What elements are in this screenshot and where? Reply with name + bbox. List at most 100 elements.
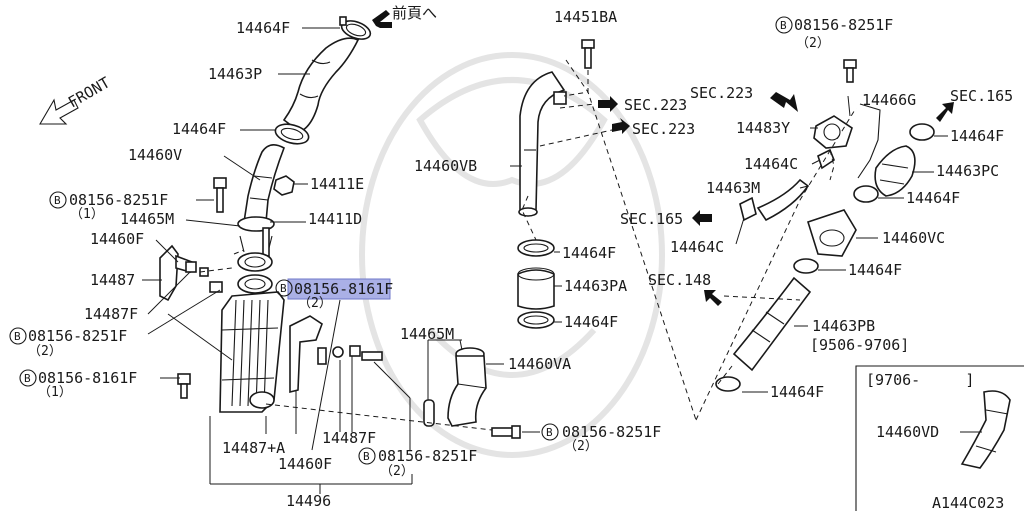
label-14464c-b[interactable]: 14464C — [670, 238, 724, 256]
arrow-right-icon-sec223-b — [612, 118, 630, 134]
label-qty-l: （1） — [70, 207, 104, 222]
intercooler-14496[interactable] — [219, 291, 285, 413]
gasket-14460f[interactable] — [237, 252, 273, 294]
label-14464f-right-b[interactable]: 14464F — [906, 189, 960, 207]
clamp-14464f-right-d[interactable] — [715, 376, 741, 392]
leader-lines — [142, 27, 982, 494]
valve-14483y[interactable] — [813, 115, 853, 149]
label-08156-8251f-b[interactable]: 08156-8251F — [562, 423, 661, 441]
label-sec165-mid[interactable]: SEC.165 — [620, 210, 683, 228]
label-front-page[interactable]: 前頁へ — [392, 4, 437, 22]
bolt-08156-8251f-right[interactable] — [843, 59, 857, 83]
label-14466g[interactable]: 14466G — [862, 91, 916, 109]
stud-14411d[interactable] — [262, 227, 270, 257]
label-14464c-a[interactable]: 14464C — [744, 155, 798, 173]
label-14464f-right-a[interactable]: 14464F — [950, 127, 1004, 145]
label-14460vc[interactable]: 14460VC — [882, 229, 945, 247]
label-sec223-a[interactable]: SEC.223 — [624, 96, 687, 114]
label-qty-l2: （2） — [28, 344, 62, 359]
label-08156-8251f-tr[interactable]: 08156-8251F — [794, 16, 893, 34]
clamp-14464f-right-a[interactable] — [909, 123, 935, 141]
label-14487-a[interactable]: 14487+A — [222, 439, 285, 457]
label-08156-8251f-l[interactable]: 08156-8251F — [69, 191, 168, 209]
label-14460f-b[interactable]: 14460F — [278, 455, 332, 473]
label-14464f-center-a[interactable]: 14464F — [562, 244, 616, 262]
pipe-14460vb[interactable] — [518, 71, 567, 217]
clamp-14464f-right-b[interactable] — [853, 185, 879, 203]
arrow-left-icon-sec165-mid — [692, 210, 712, 226]
label-14460va[interactable]: 14460VA — [508, 355, 571, 373]
bolt-08156-8251f-bottom[interactable] — [317, 345, 383, 365]
label-14463p[interactable]: 14463P — [208, 65, 262, 83]
svg-text:B: B — [54, 194, 61, 207]
label-14463pa[interactable]: 14463PA — [564, 277, 627, 295]
label-14411d[interactable]: 14411D — [308, 210, 362, 228]
label-14451ba[interactable]: 14451BA — [554, 8, 617, 26]
label-14460vd[interactable]: 14460VD — [876, 423, 939, 441]
label-front: FRONT — [65, 73, 113, 111]
label-14463pb[interactable]: 14463PB — [812, 317, 875, 335]
hose-14463p[interactable] — [282, 37, 360, 133]
bolt-08156-8251f-center[interactable] — [491, 425, 521, 439]
label-08156-8251f-l2[interactable]: 08156-8251F — [28, 327, 127, 345]
clamp-14464f-center-a[interactable] — [517, 239, 555, 257]
label-qty-l3: （1） — [38, 385, 72, 400]
label-08156-8161f-highlight[interactable]: 08156-8161F — [294, 280, 393, 298]
dashed-guide-lines — [199, 59, 857, 431]
label-14463m[interactable]: 14463M — [706, 179, 760, 197]
label-sec148[interactable]: SEC.148 — [648, 271, 711, 289]
hose-14463pb[interactable] — [732, 276, 812, 372]
label-qty-hl: （2） — [298, 296, 332, 311]
label-14464f-a[interactable]: 14464F — [172, 120, 226, 138]
svg-text:B: B — [546, 426, 553, 439]
nut-14411e[interactable] — [273, 175, 295, 196]
bolt-08156-8251f-left[interactable] — [213, 177, 227, 213]
clamp-14464f-top[interactable] — [339, 16, 373, 43]
label-qty-b2: （2） — [380, 464, 414, 479]
pipe-14460vd[interactable] — [960, 390, 1011, 469]
label-14465m-b[interactable]: 14465M — [400, 325, 454, 343]
label-14487f-b[interactable]: 14487F — [322, 429, 376, 447]
label-14487f-a[interactable]: 14487F — [84, 305, 138, 323]
bracket-14487-a[interactable] — [289, 315, 323, 394]
label-14460f-a[interactable]: 14460F — [90, 230, 144, 248]
arrow-left-icon-sec223-c — [770, 92, 798, 112]
label-14460vb[interactable]: 14460VB — [414, 157, 477, 175]
svg-text:B: B — [363, 450, 370, 463]
label-inset-range: [9706- ] — [866, 371, 974, 389]
label-14460v[interactable]: 14460V — [128, 146, 182, 164]
clamp-14464f-right-c[interactable] — [793, 258, 819, 274]
label-14465m-a[interactable]: 14465M — [120, 210, 174, 228]
label-sec223-c[interactable]: SEC.223 — [690, 84, 753, 102]
pipe-14460va[interactable] — [447, 347, 487, 427]
label-qty-tr: （2） — [796, 36, 830, 51]
svg-text:B: B — [24, 372, 31, 385]
bolt-08156-8161f-left[interactable] — [177, 373, 191, 399]
clip-14464c-bottom[interactable] — [739, 196, 757, 222]
label-08156-8161f-l[interactable]: 08156-8161F — [38, 369, 137, 387]
highlight-08156-8161f — [287, 278, 391, 300]
bolt-14451ba[interactable] — [581, 39, 595, 69]
label-sec165-tr[interactable]: SEC.165 — [950, 87, 1013, 105]
clip-14464c-top[interactable] — [817, 148, 835, 170]
label-14496[interactable]: 14496 — [286, 492, 331, 510]
hose-14463pa[interactable] — [517, 267, 555, 310]
pipe-14460v[interactable] — [243, 144, 285, 223]
gasket-14465m-center[interactable] — [423, 399, 435, 427]
label-sec223-b[interactable]: SEC.223 — [632, 120, 695, 138]
label-08156-8251f-b2[interactable]: 08156-8251F — [378, 447, 477, 465]
label-14464f-right-d[interactable]: 14464F — [770, 383, 824, 401]
clamp-14464f-center-b[interactable] — [517, 311, 555, 329]
pipe-14460vc[interactable] — [807, 209, 857, 257]
bracket-14466g[interactable] — [857, 103, 881, 179]
label-14464f-top[interactable]: 14464F — [236, 19, 290, 37]
bracket-14487[interactable] — [159, 244, 223, 302]
label-14487[interactable]: 14487 — [90, 271, 135, 289]
label-14411e[interactable]: 14411E — [310, 175, 364, 193]
label-14464f-right-c[interactable]: 14464F — [848, 261, 902, 279]
label-14464f-center-b[interactable]: 14464F — [564, 313, 618, 331]
label-14483y[interactable]: 14483Y — [736, 119, 790, 137]
hose-14463pc[interactable] — [874, 145, 916, 197]
label-14463pc[interactable]: 14463PC — [936, 162, 999, 180]
